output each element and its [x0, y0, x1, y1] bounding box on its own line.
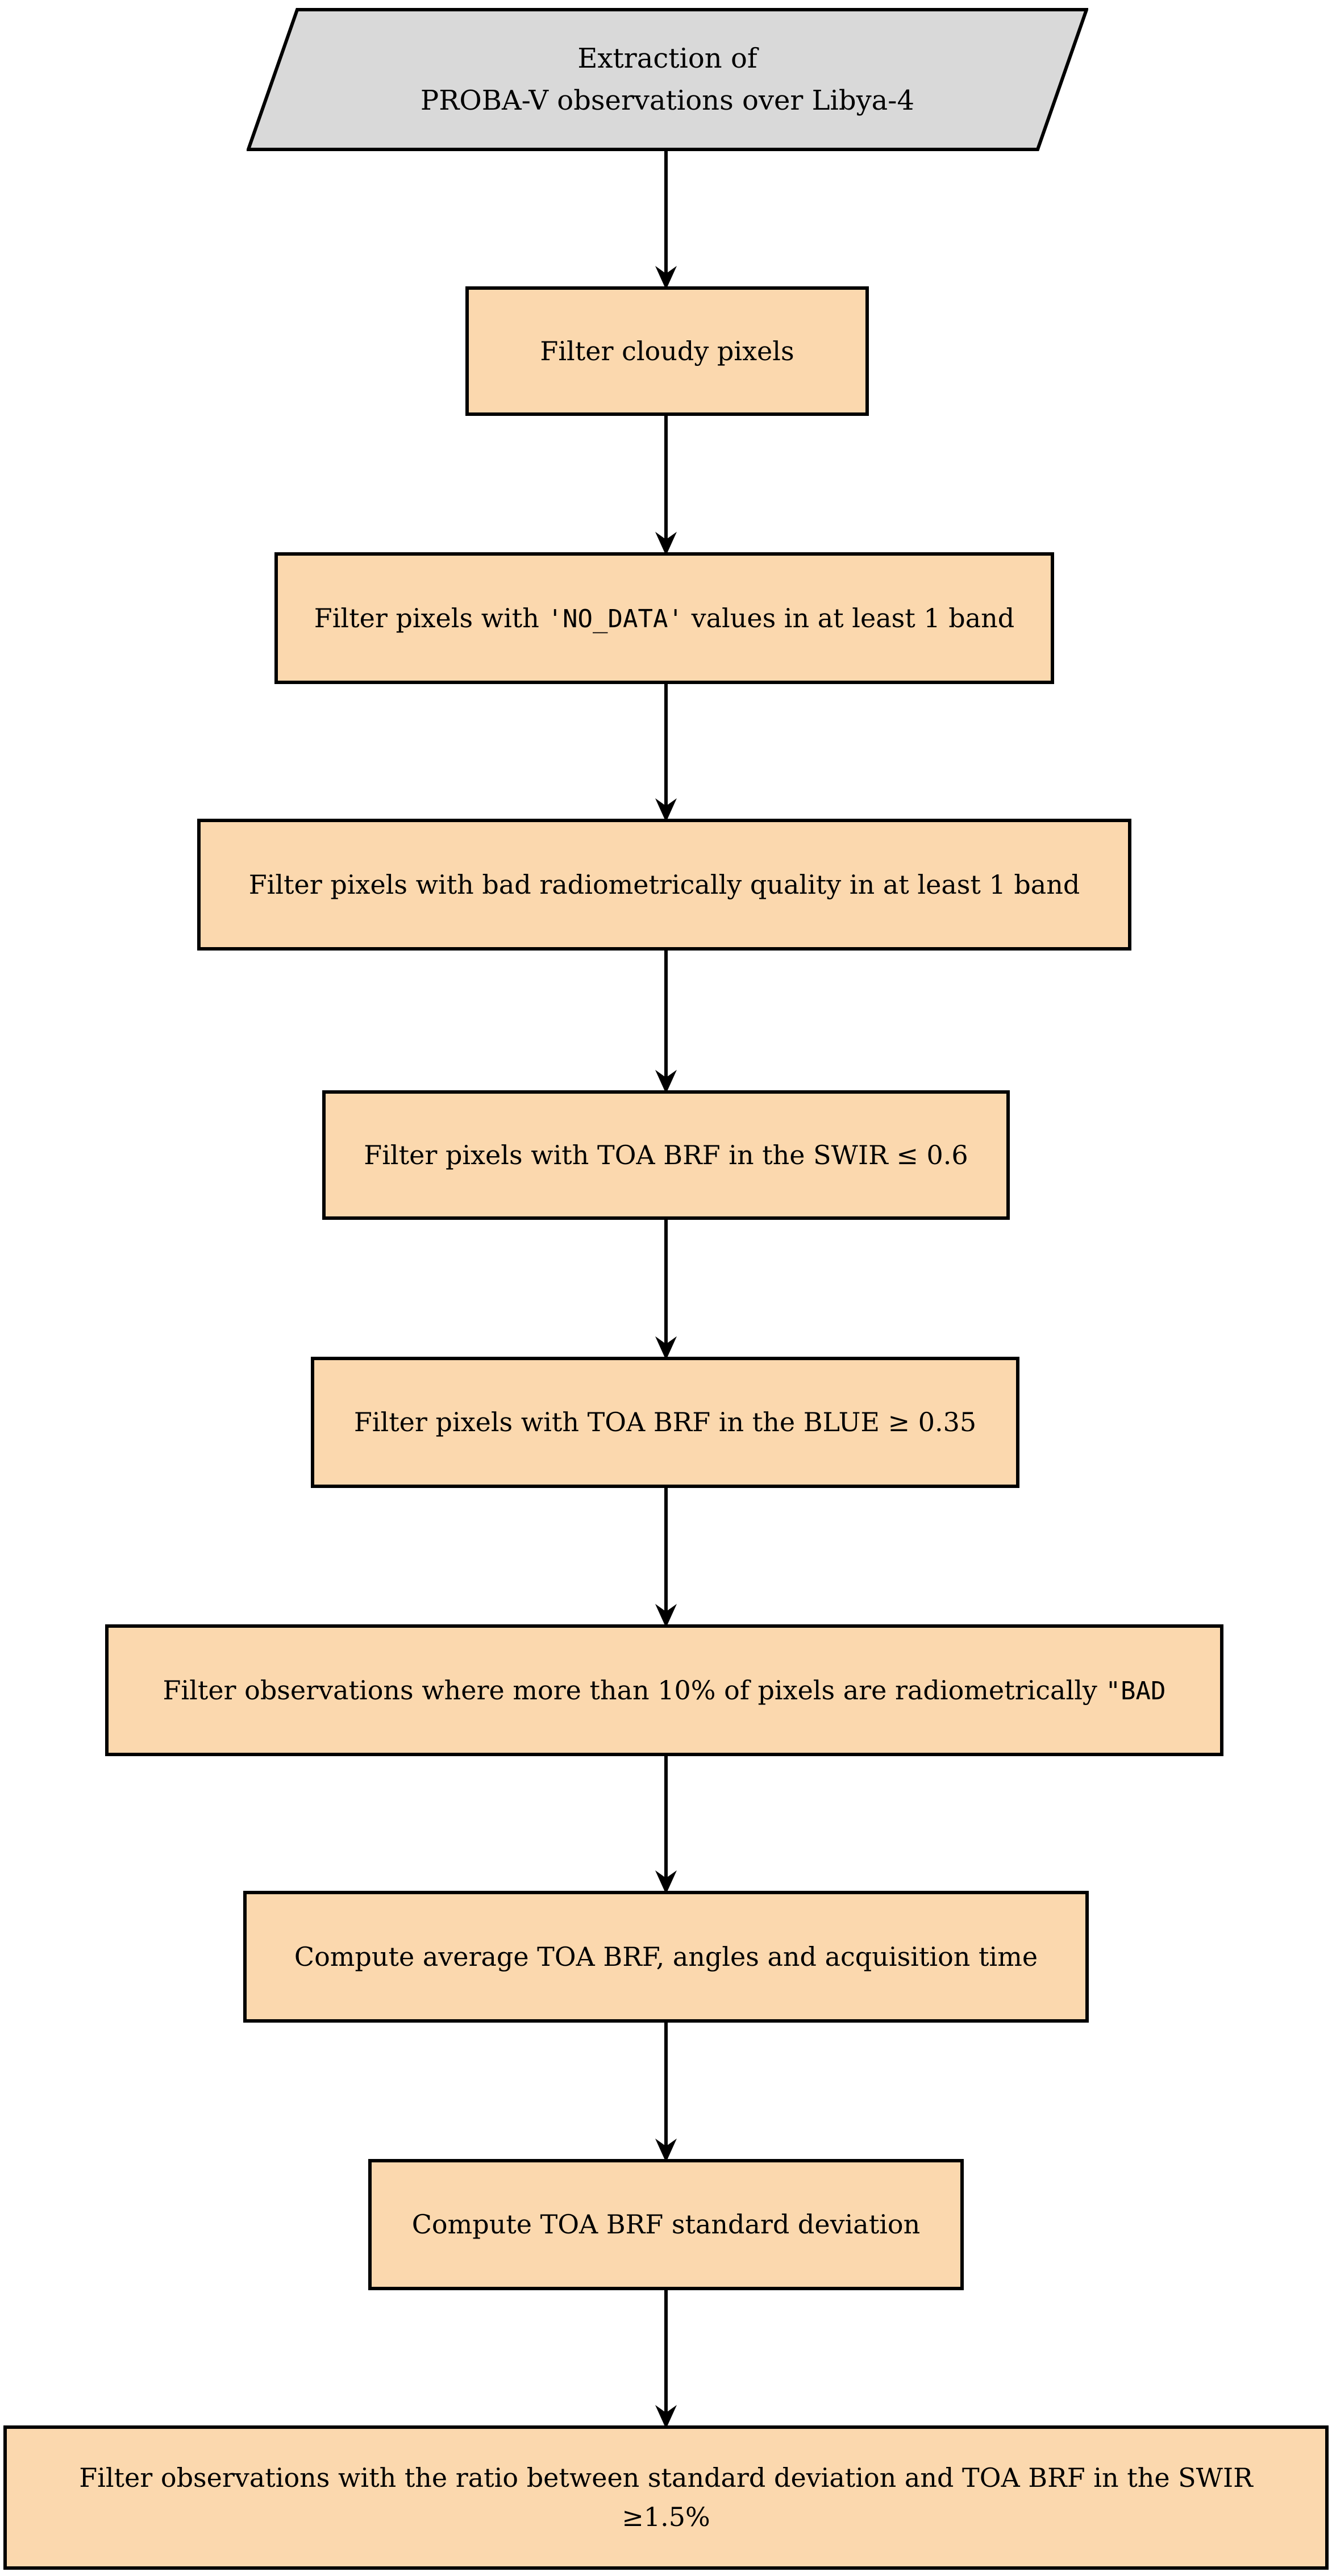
node-label: Filter cloudy pixels — [540, 335, 794, 366]
arrow-shaft — [664, 1754, 668, 1886]
connector-arrow-5 — [655, 1218, 677, 1360]
connector-arrow-3 — [655, 682, 677, 822]
process-node-filter-bad-percentage: Filter observations where more than 10% … — [105, 1624, 1223, 1756]
start-node-label-line2: PROBA-V observations over Libya-4 — [420, 85, 915, 116]
connector-arrow-6 — [655, 1486, 677, 1628]
arrow-shaft — [664, 414, 668, 548]
process-node-compute-average: Compute average TOA BRF, angles and acqu… — [243, 1891, 1089, 2023]
process-node-filter-std-ratio: Filter observations with the ratio betwe… — [3, 2425, 1329, 2570]
connector-arrow-8 — [655, 2020, 677, 2162]
process-node-filter-blue-threshold: Filter pixels with TOA BRF in the BLUE ≥… — [311, 1357, 1019, 1488]
arrow-shaft — [664, 948, 668, 1086]
node-label-line1: Filter observations with the ratio betwe… — [79, 2462, 1253, 2493]
connector-arrow-4 — [655, 948, 677, 1094]
node-label: Compute average TOA BRF, angles and acqu… — [294, 1941, 1038, 1972]
code-token-bad: "BAD — [1105, 1676, 1166, 1706]
arrow-shaft — [664, 1486, 668, 1620]
node-label: Compute TOA BRF standard deviation — [411, 2209, 921, 2240]
node-label: Filter observations where more than 10% … — [163, 1674, 1166, 1706]
parallelogram-shape — [247, 8, 1088, 151]
arrow-shaft — [664, 149, 668, 282]
process-node-filter-cloudy-pixels: Filter cloudy pixels — [465, 286, 869, 416]
node-label: Filter pixels with 'NO_DATA' values in a… — [314, 602, 1015, 633]
code-token-no-data: 'NO_DATA' — [547, 604, 683, 633]
start-node-label-line1: Extraction of — [577, 42, 757, 74]
arrow-shaft — [664, 2288, 668, 2421]
process-node-filter-bad-quality: Filter pixels with bad radiometrically q… — [197, 819, 1131, 951]
connector-arrow-2 — [655, 414, 677, 556]
arrow-shaft — [664, 2020, 668, 2154]
process-node-filter-swir-threshold: Filter pixels with TOA BRF in the SWIR ≤… — [322, 1090, 1010, 1220]
connector-arrow-9 — [655, 2288, 677, 2429]
arrow-shaft — [664, 682, 668, 814]
start-node-extraction: Extraction of PROBA-V observations over … — [247, 8, 1088, 151]
start-node-label: Extraction of PROBA-V observations over … — [298, 8, 1037, 151]
arrow-shaft — [664, 1218, 668, 1352]
node-label: Filter pixels with bad radiometrically q… — [248, 869, 1080, 900]
node-label: Filter pixels with TOA BRF in the BLUE ≥… — [353, 1407, 977, 1437]
process-node-filter-no-data: Filter pixels with 'NO_DATA' values in a… — [274, 552, 1054, 684]
connector-arrow-7 — [655, 1754, 677, 1894]
node-label-line2: ≥1.5% — [622, 2502, 710, 2532]
node-label: Filter pixels with TOA BRF in the SWIR ≤… — [364, 1139, 968, 1170]
process-node-compute-std-deviation: Compute TOA BRF standard deviation — [368, 2159, 964, 2290]
connector-arrow-1 — [655, 149, 677, 290]
